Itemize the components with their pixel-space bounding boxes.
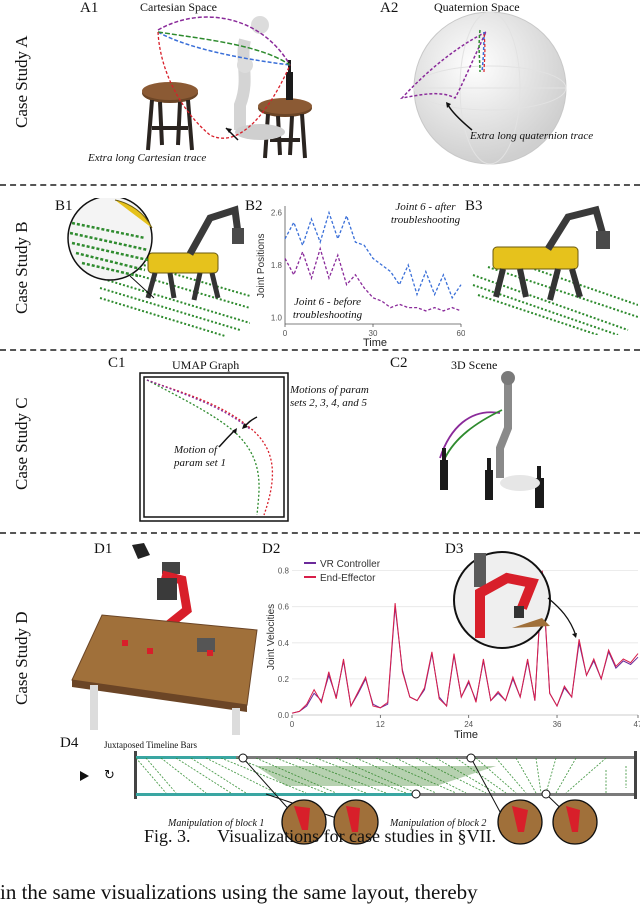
sawyer-table-figure <box>71 543 258 735</box>
cartesian-space-figure <box>142 16 312 159</box>
series-line-2 <box>291 570 639 714</box>
y-tick-label: 0.4 <box>278 639 290 648</box>
figure-caption: Fig. 3. Visualizations for case studies … <box>0 826 640 847</box>
x-tick-label: 0 <box>283 329 288 338</box>
panel-label-c2: C2 <box>390 355 408 371</box>
keyframe-marker <box>466 753 476 763</box>
y-tick-label: 1.0 <box>271 313 283 322</box>
reload-icon[interactable]: ↻ <box>104 768 115 783</box>
timeline-bar-top[interactable] <box>136 756 634 759</box>
panel-label-b2: B2 <box>245 198 263 214</box>
row-label-a: Case Study A <box>12 35 31 128</box>
timeline-left-cap <box>134 751 137 799</box>
timeline-title: Juxtaposed Timeline Bars <box>104 740 198 750</box>
label-manipulation-block-1: Manipulation of block 1 <box>168 818 265 829</box>
y-axis-label: Joint Velocities <box>266 604 277 670</box>
row-label-c: Case Study C <box>12 397 31 490</box>
figure-caption-text: Visualizations for case studies in §VII. <box>217 826 497 846</box>
keyframe-marker <box>541 789 551 799</box>
panel-label-a2: A2 <box>380 0 399 16</box>
x-tick-label: 36 <box>553 720 562 729</box>
panel-label-a1: A1 <box>80 0 99 16</box>
chart-legend: VR Controller End-Effector <box>304 559 381 584</box>
x-tick-label: 47 <box>634 720 640 729</box>
legend-end-effector: End-Effector <box>320 573 376 584</box>
umap-graph <box>139 372 289 522</box>
row-label-b: Case Study B <box>12 221 31 314</box>
panel-title-c2: 3D Scene <box>451 358 498 372</box>
panel-title-c1: UMAP Graph <box>172 358 240 372</box>
x-tick-label: 24 <box>464 720 473 729</box>
thumbnail-frames <box>281 799 598 845</box>
joint-velocities-chart: Joint Velocities Time 0.8 0.6 0.4 0.2 0.00 12… <box>266 559 640 740</box>
y-axis-label: Joint Positions <box>256 234 267 298</box>
x-tick-label: 0 <box>290 720 295 729</box>
spot-robot-footstep-figure <box>67 198 250 337</box>
annotation-c1-motion1: Motion of param set 1 <box>174 444 226 469</box>
label-manipulation-block-2: Manipulation of block 2 <box>390 818 487 829</box>
zoom-inset-robot <box>453 551 577 649</box>
figure-number: Fig. 3. <box>143 826 191 846</box>
legend-vr-controller: VR Controller <box>320 559 381 570</box>
timeline-right-cap <box>634 751 637 799</box>
play-button[interactable] <box>80 771 89 781</box>
x-axis-label: Time <box>454 729 478 740</box>
series-line-1 <box>284 210 462 300</box>
3d-scene-figure <box>439 371 544 508</box>
keyframe-marker <box>238 753 248 763</box>
y-tick-label: 0.2 <box>278 675 290 684</box>
series-line-2 <box>284 246 462 312</box>
x-tick-label: 60 <box>457 329 465 338</box>
spot-robot-figure <box>472 205 638 335</box>
panel-label-d2: D2 <box>262 541 281 557</box>
y-tick-label: 2.6 <box>271 209 283 218</box>
annotation-a1: Extra long Cartesian trace <box>88 152 207 164</box>
joint-positions-chart: Joint Positions Time 2.6 1.8 1.00 30 60 <box>256 206 465 348</box>
panel-label-c1: C1 <box>108 355 126 371</box>
y-tick-label: 0.8 <box>278 567 290 576</box>
juxtaposed-connections <box>136 758 627 794</box>
panel-title-a2: Quaternion Space <box>434 0 520 14</box>
row-label-d: Case Study D <box>12 611 31 706</box>
panel-label-b3: B3 <box>465 198 483 214</box>
row-separator <box>0 532 640 534</box>
row-separator <box>0 349 640 351</box>
annotation-b2-before: Joint 6 - before troubleshooting <box>292 296 363 321</box>
quaternion-sphere <box>400 11 567 165</box>
timeline-bar-top-active <box>136 756 236 759</box>
annotation-b2-after: Joint 6 - after troubleshooting <box>390 201 461 226</box>
panel-title-a1: Cartesian Space <box>140 0 217 14</box>
keyframe-marker <box>411 789 421 799</box>
panel-label-d4: D4 <box>60 735 79 751</box>
x-axis-label: Time <box>363 337 387 348</box>
y-tick-label: 0.6 <box>278 603 290 612</box>
x-tick-label: 30 <box>369 329 378 338</box>
y-tick-label: 0.0 <box>278 711 290 720</box>
annotation-c1-motions: Motions of param sets 2, 3, 4, and 5 <box>290 384 369 409</box>
panel-label-b1: B1 <box>55 198 73 214</box>
x-tick-label: 12 <box>376 720 385 729</box>
annotation-a2: Extra long quaternion trace <box>470 130 594 142</box>
row-separator <box>0 184 640 186</box>
y-tick-label: 1.8 <box>271 261 283 270</box>
panel-label-d1: D1 <box>94 541 113 557</box>
body-text-line: in the same visualizations using the sam… <box>0 880 478 904</box>
panel-label-d3: D3 <box>445 541 464 557</box>
